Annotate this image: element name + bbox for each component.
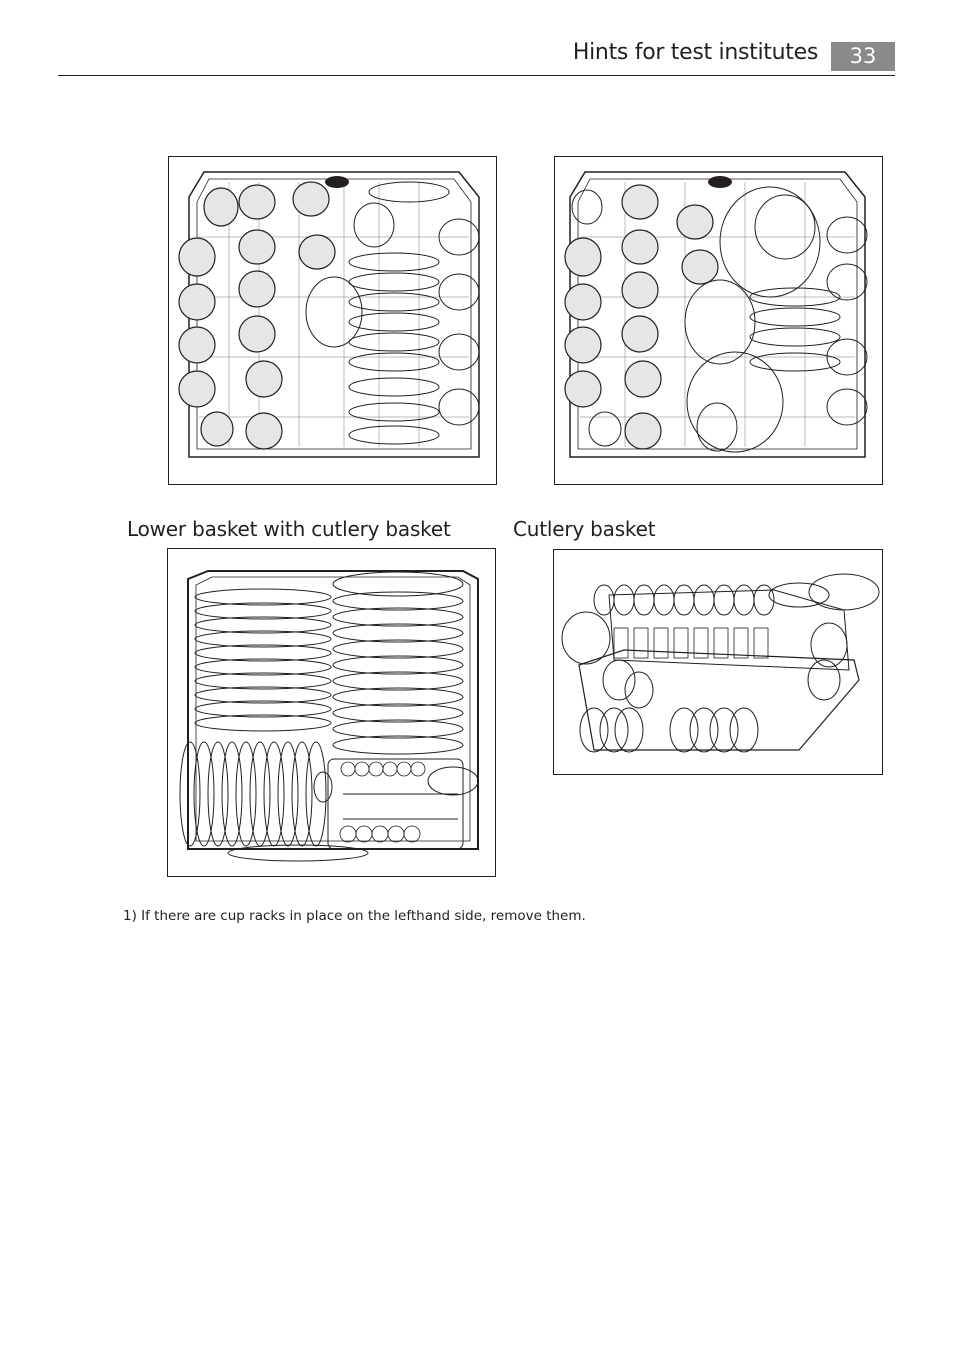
cutlery-basket-drawing [561,573,880,753]
figure-caption-cutlery-basket: Cutlery basket [513,517,656,541]
page-number-badge: 33 [831,42,895,71]
header-divider [58,75,895,76]
upper-basket-a-drawing [178,171,480,458]
cutlery-basket-illustration [553,549,883,775]
lower-basket-illustration [167,548,496,877]
upper-basket-b-drawing [564,171,868,458]
figure-caption-lower-basket: Lower basket with cutlery basket [127,517,451,541]
upper-basket-illustration-a [168,156,497,485]
lower-basket-drawing [179,570,479,862]
footnote: 1) If there are cup racks in place on th… [123,908,586,924]
upper-basket-illustration-b [554,156,883,485]
page-title: Hints for test institutes [572,40,818,65]
